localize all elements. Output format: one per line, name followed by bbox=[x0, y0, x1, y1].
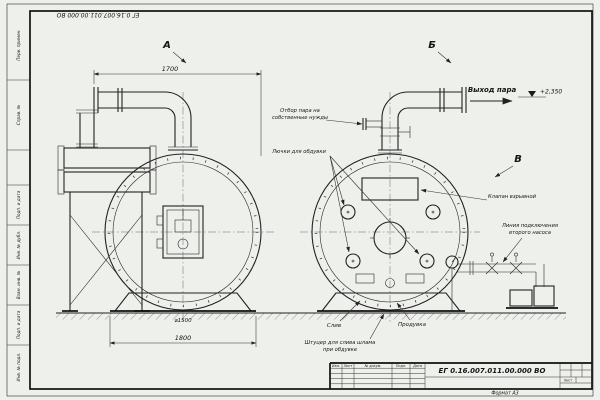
feed-piping-and-pump bbox=[445, 252, 558, 311]
label-explosion-valve: Клапан взрывной bbox=[488, 194, 537, 200]
label-own-needs: Отбор пара на bbox=[280, 108, 320, 114]
steam-pipe-right bbox=[362, 87, 467, 154]
saddle-support-left bbox=[110, 292, 256, 312]
annotations: Выход пара Отбор пара на собственные нуж… bbox=[271, 86, 558, 353]
view-label-a: А bbox=[162, 40, 171, 51]
stamp-label: Инв. № подл. bbox=[16, 353, 21, 382]
title-header-cell: № докум. bbox=[364, 364, 382, 368]
label-blowdown: Продувка bbox=[398, 322, 427, 328]
label-drain: Слив bbox=[327, 323, 341, 329]
elevation-mark: +2,350 bbox=[518, 89, 562, 98]
steam-pipe-left bbox=[76, 87, 198, 151]
explosion-valve bbox=[361, 177, 419, 201]
title-doc-number: ЕГ 0.16.007.011.00.000 ВО bbox=[439, 367, 546, 375]
stamp-label: Подп. и дата bbox=[16, 190, 21, 219]
left-view bbox=[57, 87, 274, 322]
dim-shell-dia: ⌀1500 bbox=[174, 318, 192, 324]
dim-pipe-span: 1700 bbox=[162, 65, 179, 73]
stamp-label: Подп. и дата bbox=[16, 310, 21, 339]
right-view bbox=[300, 87, 558, 322]
label-pump-line: Линия подключения bbox=[501, 223, 558, 229]
title-header-cell: Лист bbox=[343, 364, 354, 368]
valve-icon bbox=[485, 261, 499, 275]
label-hatches: Лючки для обдувки bbox=[271, 149, 326, 155]
title-header-cell: Подп. bbox=[396, 364, 406, 368]
blow-hatches bbox=[340, 204, 441, 288]
title-header-cell: Дата bbox=[412, 364, 422, 368]
ground bbox=[56, 312, 566, 320]
doc-number-top-rotated: ЕГ 0.16.007.011.00.000 ВО bbox=[56, 11, 139, 18]
label-steam-out: Выход пара bbox=[468, 86, 517, 94]
stamp-label: Взам. инв. № bbox=[16, 270, 21, 299]
label-sludge: Штуцер для слива шлама bbox=[305, 340, 376, 346]
view-label-v: В bbox=[514, 154, 522, 165]
title-block: Изм. Лист № докум. Подп. Дата ЕГ 0.16.00… bbox=[329, 362, 592, 397]
label-own-needs: собственные нужды bbox=[272, 115, 328, 121]
furnace-door bbox=[156, 205, 204, 259]
view-label-b: Б bbox=[428, 40, 436, 51]
stamp-label: Перв. примен. bbox=[16, 29, 21, 60]
label-pump-line: второго насоса bbox=[509, 230, 551, 236]
stamp-label: Справ. № bbox=[16, 104, 21, 125]
stamp-strip: Перв. примен. Справ. № Подп. и дата Инв.… bbox=[7, 29, 30, 381]
view-labels: А Б В bbox=[162, 40, 522, 178]
dim-base-span: 1800 bbox=[175, 334, 192, 342]
economizer bbox=[57, 145, 157, 312]
title-header-cell: Изм. bbox=[332, 364, 340, 368]
pump-motor bbox=[509, 289, 533, 307]
border-frame: ЕГ 0.16.007.011.00.000 ВО bbox=[6, 3, 594, 397]
pump-casing bbox=[533, 285, 555, 307]
format-label: Формат А3 bbox=[491, 391, 518, 397]
label-sludge: при обдувке bbox=[323, 347, 357, 353]
dimensions: 1700 ⌀1500 1800 +2,350 bbox=[93, 65, 562, 347]
stamp-label: Инв. № дубл. bbox=[16, 231, 21, 260]
sheet-label: Лист bbox=[563, 379, 574, 383]
elevation-value: +2,350 bbox=[540, 89, 562, 96]
saddle-support-right bbox=[317, 292, 465, 312]
pressure-gauge-icon bbox=[445, 255, 459, 269]
valve-icon bbox=[509, 261, 523, 275]
